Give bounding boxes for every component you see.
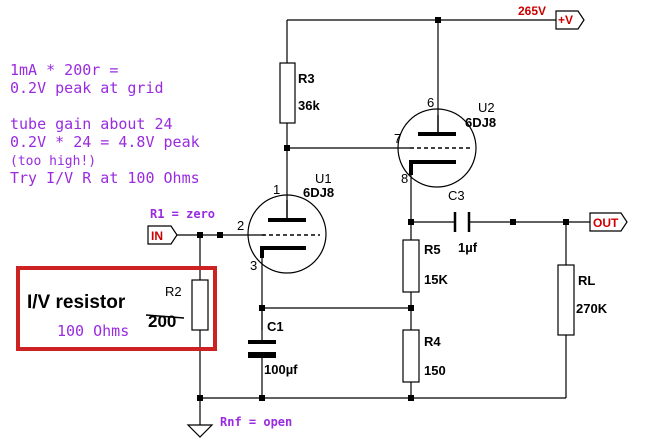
tube-u2-envelope	[397, 108, 477, 188]
ground-icon	[186, 424, 214, 438]
r5-value: 15K	[424, 272, 448, 287]
supply-voltage: 265V	[518, 4, 546, 18]
note-line-5: (too high!)	[10, 154, 97, 169]
c1-value: 100µf	[264, 362, 298, 377]
u1-ref: U1	[315, 171, 332, 186]
rnf-note: Rnf = open	[220, 415, 292, 429]
iv-highlight-box	[16, 266, 217, 351]
note-line-4: 0.2V * 24 = 4.8V peak	[10, 133, 200, 151]
junction-dots	[197, 17, 569, 401]
rl-value: 270K	[576, 301, 608, 316]
u1-pin-grid: 2	[237, 218, 244, 233]
u1-type: 6DJ8	[303, 185, 334, 200]
note-line-3: tube gain about 24	[10, 115, 173, 133]
u2-pin-plate: 6	[427, 95, 434, 110]
input-port-icon	[147, 225, 178, 245]
u2-ref: U2	[478, 100, 495, 115]
resistor-r3	[279, 62, 296, 124]
note-line-1: 1mA * 200r =	[10, 61, 119, 79]
tube-u1-envelope	[247, 194, 327, 274]
note-line-6: Try I/V R at 100 Ohms	[10, 169, 200, 187]
c3-value: 1µf	[458, 240, 478, 255]
r4-value: 150	[424, 363, 446, 378]
u1-pin-cathode: 3	[250, 258, 257, 273]
resistor-r4	[402, 329, 420, 383]
r2-ref: R2	[165, 284, 182, 299]
u2-pin-grid: 7	[394, 131, 401, 146]
output-port-label: OUT	[593, 216, 619, 230]
rl-ref: RL	[578, 273, 595, 288]
r1-note: R1 = zero	[150, 207, 215, 221]
tube-u2-internals	[409, 115, 470, 175]
r3-value: 36k	[298, 98, 320, 113]
c1-ref: C1	[267, 319, 284, 334]
capacitor-c3	[453, 212, 471, 232]
c3-ref: C3	[448, 188, 465, 203]
supply-port-icon	[555, 10, 585, 30]
u2-pin-cathode: 8	[401, 171, 408, 186]
input-port-label: IN	[151, 229, 163, 243]
iv-box-title: I/V resistor	[27, 292, 126, 313]
resistor-rl	[557, 264, 575, 336]
note-line-2: 0.2V peak at grid	[10, 79, 164, 97]
iv-box-subtitle: 100 Ohms	[57, 322, 130, 340]
u2-type: 6DJ8	[465, 115, 496, 130]
tube-u1-internals	[260, 200, 320, 258]
capacitor-c1	[248, 340, 276, 358]
r4-ref: R4	[424, 334, 441, 349]
u1-pin-plate: 1	[273, 182, 280, 197]
output-port-icon	[589, 212, 628, 232]
r5-ref: R5	[424, 242, 441, 257]
r3-ref: R3	[298, 71, 315, 86]
resistor-r2	[191, 279, 209, 331]
resistor-r5	[402, 239, 420, 293]
r2-value-strike	[145, 314, 185, 319]
supply-port-label: +V	[558, 13, 573, 27]
